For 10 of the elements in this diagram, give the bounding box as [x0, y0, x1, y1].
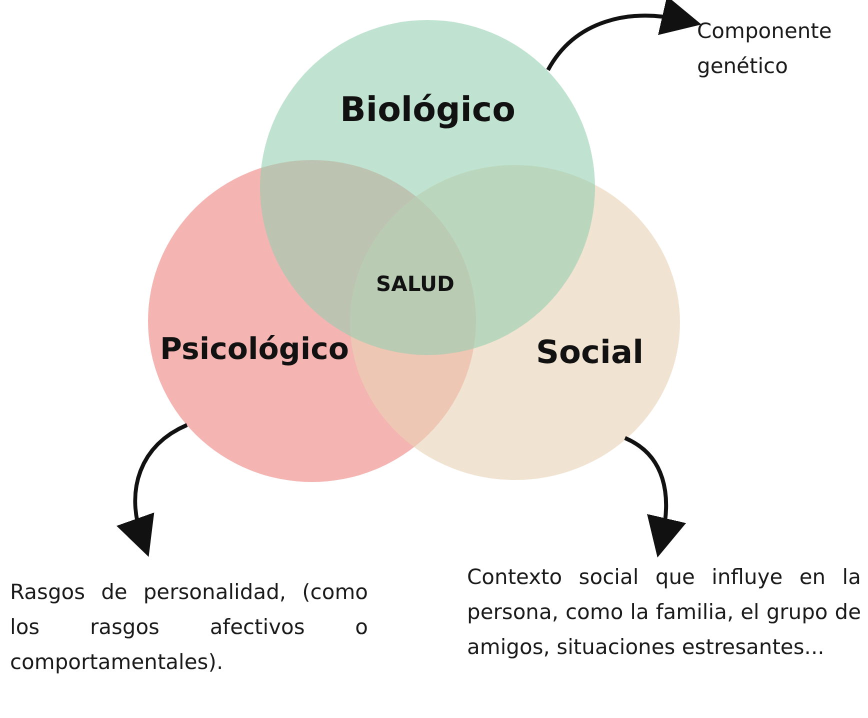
description-text: Contexto social que influye en la persona, como la familia, el grupo de amigos, situaciones estresantes... [467, 560, 861, 665]
circle-label: Psicológico [160, 332, 350, 367]
description-text: Rasgos de personalidad, (como los rasgos afectivos o comportamentales). [10, 575, 368, 680]
center-label: SALUD [376, 272, 454, 296]
description-text: Componente genético [697, 14, 862, 84]
circle-label: Biológico [340, 90, 516, 130]
curved-arrow [117, 423, 188, 558]
curved-arrow [546, 0, 702, 72]
circle-label: Social [536, 333, 644, 371]
curved-arrow [624, 436, 686, 558]
